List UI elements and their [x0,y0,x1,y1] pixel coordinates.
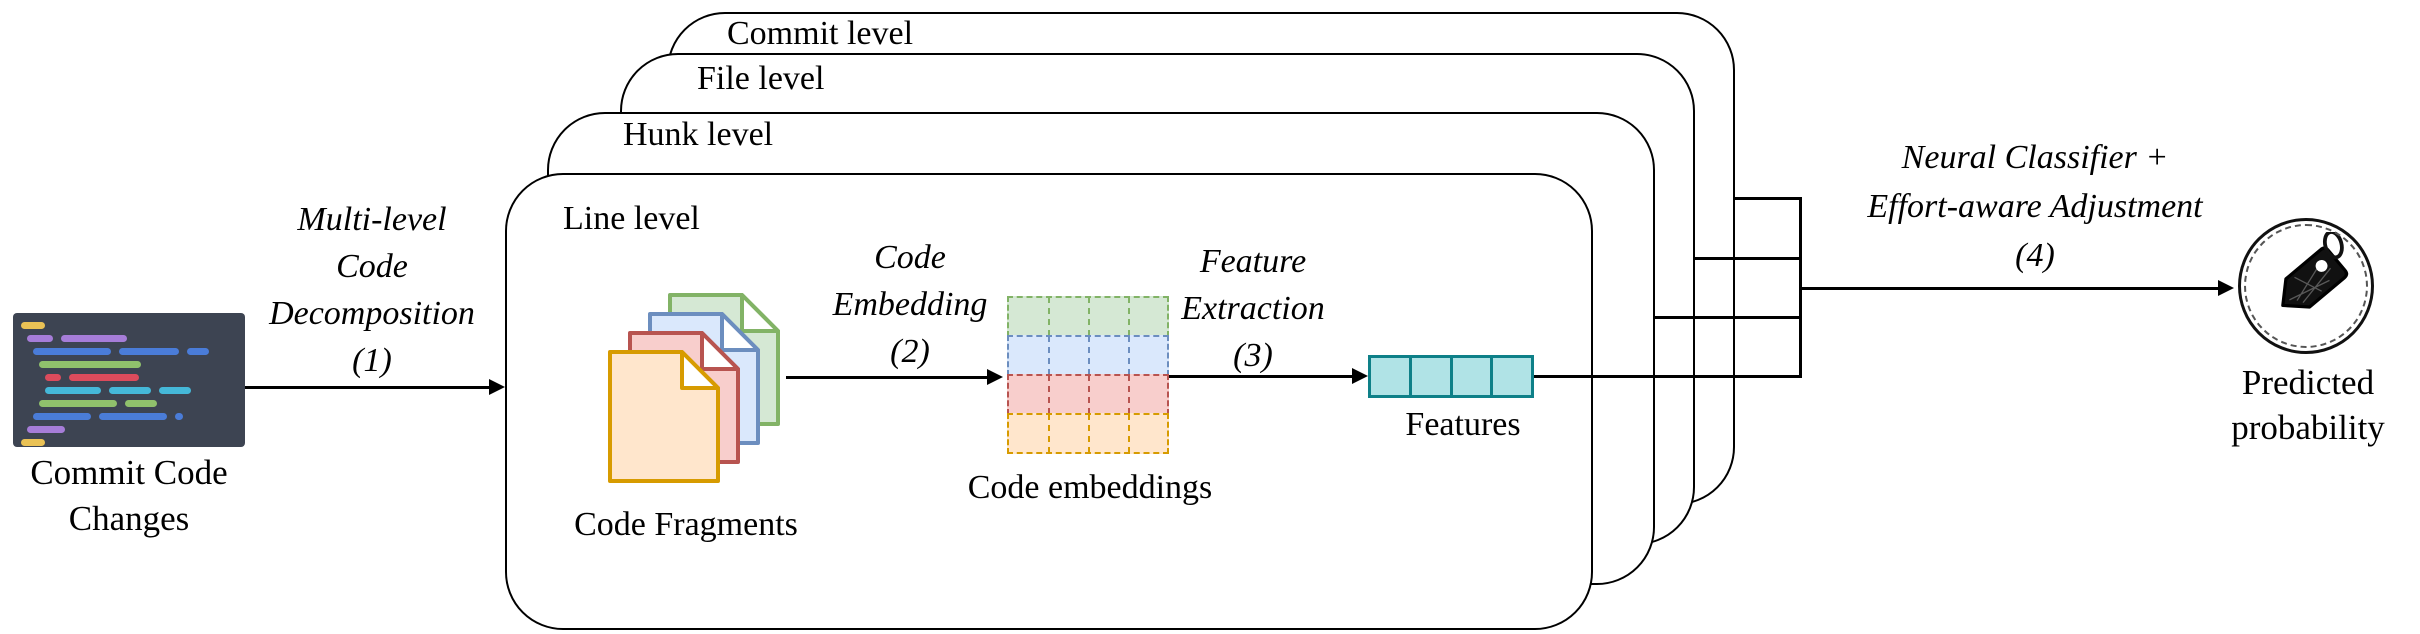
step1-label: Multi-level Code Decomposition (1) [232,196,512,384]
step3-label: Feature Extraction (3) [1153,238,1353,379]
arrow4-head-icon [2218,280,2234,296]
level-label-line: Line level [563,200,700,237]
file-out-line [1695,257,1801,260]
embedding-grid-icon [1007,296,1169,454]
step4-line2: Effort-aware Adjustment [1867,188,2203,225]
level-label-hunk: Hunk level [623,116,774,153]
input-label-line2: Changes [68,499,190,538]
arrow2-head-icon [987,369,1003,385]
step1-line2: Code [336,248,408,285]
step4-line3: (4) [2015,237,2055,274]
commit-out-line [1735,197,1801,200]
features-label: Features [1405,406,1521,443]
arrow3-line [1167,375,1354,378]
code-fragments-stack [608,293,780,483]
step1-line4: (1) [352,342,392,379]
arrow1-line [245,386,491,389]
step3-line1: Feature [1199,243,1307,280]
arrow3-head-icon [1352,368,1368,384]
step2-label: Code Embedding (2) [810,234,1010,375]
step3-line3: (3) [1233,337,1273,374]
arrow2-line [786,376,989,379]
arrow1-head-icon [489,379,505,395]
code-embeddings-label: Code embeddings [967,469,1213,506]
features-out-line [1531,375,1800,378]
step2-line1: Code [874,239,946,276]
step4-line1: Neural Classifier + [1901,139,2169,176]
step2-line3: (2) [890,333,930,370]
step2-line2: Embedding [832,286,988,323]
output-label-line1: Predicted [2241,363,2375,402]
step3-line2: Extraction [1181,290,1325,327]
output-circle-node [2238,218,2374,354]
output-label: Predicted probability [2188,360,2420,450]
dashed-circle-icon [2244,224,2368,348]
level-label-commit: Commit level [727,15,914,52]
output-label-line2: probability [2231,408,2385,447]
code-snippet-icon [13,313,245,447]
level-label-file: File level [697,60,825,97]
code-fragments-label: Code Fragments [574,506,798,543]
step1-line3: Decomposition [269,295,475,332]
hunk-out-line [1655,316,1801,319]
input-label: Commit Code Changes [0,450,258,542]
input-label-line1: Commit Code [30,453,228,492]
arrow4-line [1800,287,2220,290]
document-icon-orange [608,350,720,483]
step4-label: Neural Classifier + Effort-aware Adjustm… [1835,133,2235,280]
features-vector-icon [1368,355,1534,398]
step1-line1: Multi-level [297,201,447,238]
